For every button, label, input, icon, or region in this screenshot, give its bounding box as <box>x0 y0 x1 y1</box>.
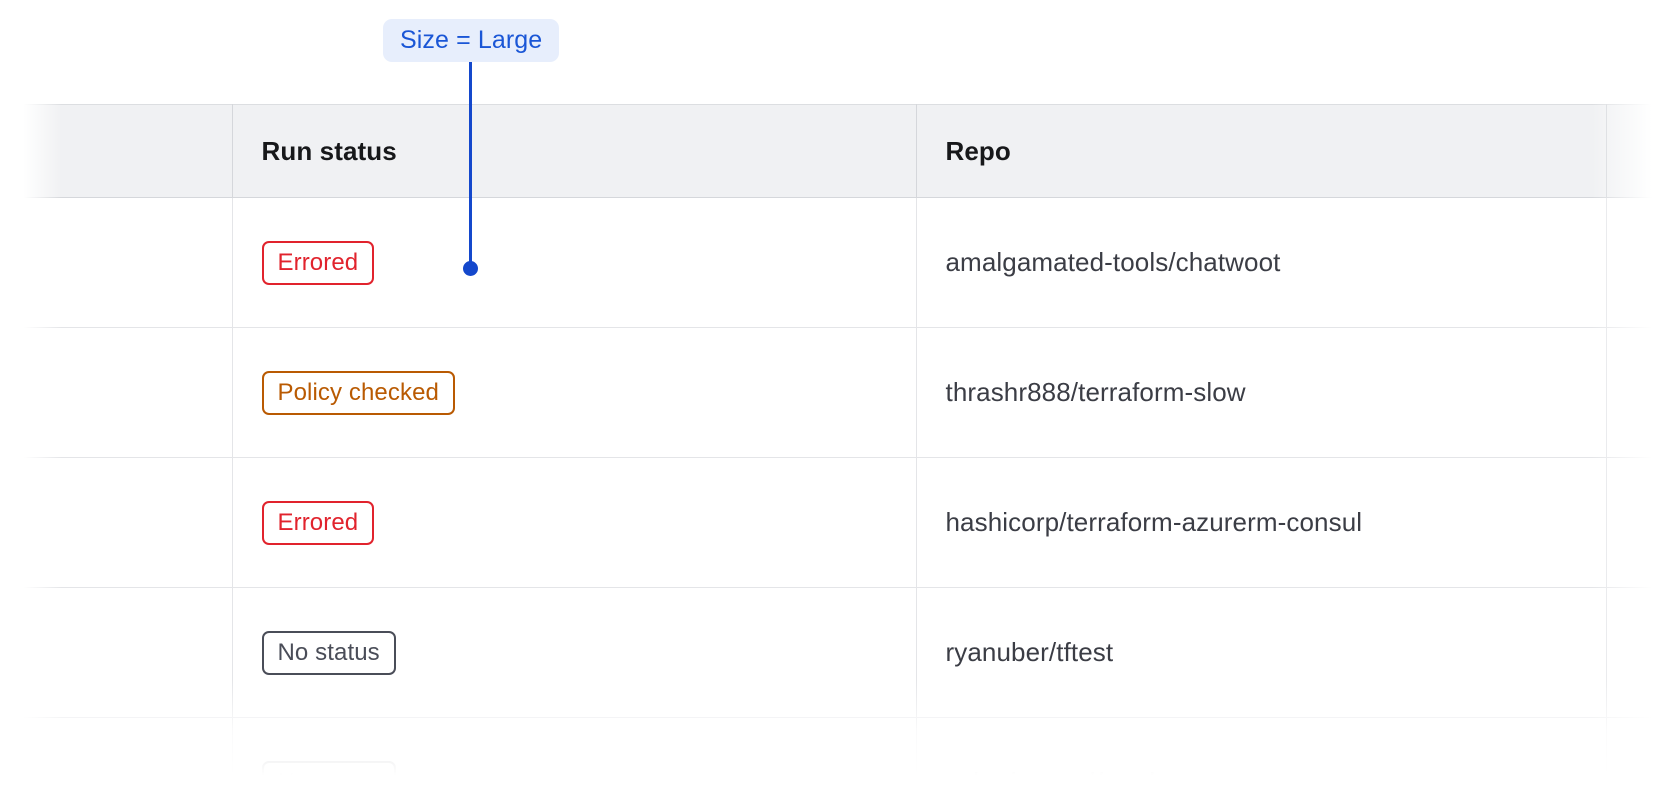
run-status-cell: Policy checked <box>232 327 917 458</box>
table-header-row: Run status Repo <box>0 104 1672 198</box>
size-annotation-label: Size = Large <box>400 26 543 54</box>
run-status-cell: Errored <box>232 457 917 588</box>
row-select-cell[interactable] <box>0 457 233 588</box>
repo-name[interactable]: hashicorp/terraform-azurerm-consul <box>945 507 1363 537</box>
run-status-cell: No status <box>232 717 917 788</box>
repo-cell: thrashr888/terraform-slow <box>916 327 1607 458</box>
size-annotation-callout[interactable]: Size = Large <box>383 19 560 62</box>
repo-name[interactable]: thrashr888/terraform-slow <box>945 377 1246 407</box>
row-tail-cell <box>1606 717 1672 788</box>
top-mask <box>0 0 1672 104</box>
column-header-repo-label: Repo <box>945 135 1011 166</box>
table-row[interactable]: Errored hashicorp/terraform-azurerm-consu… <box>0 457 1672 588</box>
row-select-cell[interactable] <box>0 197 233 328</box>
repo-name[interactable]: ryanuber/tftest <box>945 637 1114 667</box>
table-header: Run status Repo <box>0 104 1672 198</box>
repo-cell: amalgamated-tools/chatwoot <box>916 197 1607 328</box>
column-header-tail <box>1606 104 1672 198</box>
row-select-cell[interactable] <box>0 717 233 788</box>
column-header-run-status[interactable]: Run status <box>232 104 917 198</box>
run-status-cell: Errored <box>232 197 917 328</box>
table-row[interactable]: No status ashrajagopal/random_pet_generat… <box>0 717 1672 788</box>
row-select-cell[interactable] <box>0 587 233 718</box>
repo-name[interactable]: amalgamated-tools/chatwoot <box>945 247 1281 277</box>
status-badge: Errored <box>261 240 375 285</box>
run-status-cell: No status <box>232 587 917 718</box>
row-select-cell[interactable] <box>0 327 233 458</box>
row-tail-cell <box>1606 587 1672 718</box>
repo-cell: ryanuber/tftest <box>916 587 1607 718</box>
table-row[interactable]: No status ryanuber/tftest <box>0 587 1672 718</box>
table-row[interactable]: Policy checked thrashr888/terraform-slow <box>0 327 1672 458</box>
status-badge: No status <box>261 630 396 675</box>
column-header-run-status-label: Run status <box>261 135 397 166</box>
status-badge: No status <box>261 760 396 788</box>
runs-table: Run status Repo Errored amalgamated-tools… <box>0 104 1672 788</box>
table-row[interactable]: Errored amalgamated-tools/chatwoot <box>0 197 1672 328</box>
status-badge: Policy checked <box>261 370 455 415</box>
repo-cell: ashrajagopal/random_pet_generator <box>916 717 1607 788</box>
repo-name[interactable]: ashrajagopal/random_pet_generator <box>945 767 1370 788</box>
row-tail-cell <box>1606 327 1672 458</box>
repo-cell: hashicorp/terraform-azurerm-consul <box>916 457 1607 588</box>
row-tail-cell <box>1606 197 1672 328</box>
status-badge: Errored <box>261 500 375 545</box>
runs-table-container: Run status Repo Errored amalgamated-tools… <box>0 104 1672 788</box>
column-header-repo[interactable]: Repo <box>916 104 1607 198</box>
column-header-select <box>0 104 233 198</box>
row-tail-cell <box>1606 457 1672 588</box>
